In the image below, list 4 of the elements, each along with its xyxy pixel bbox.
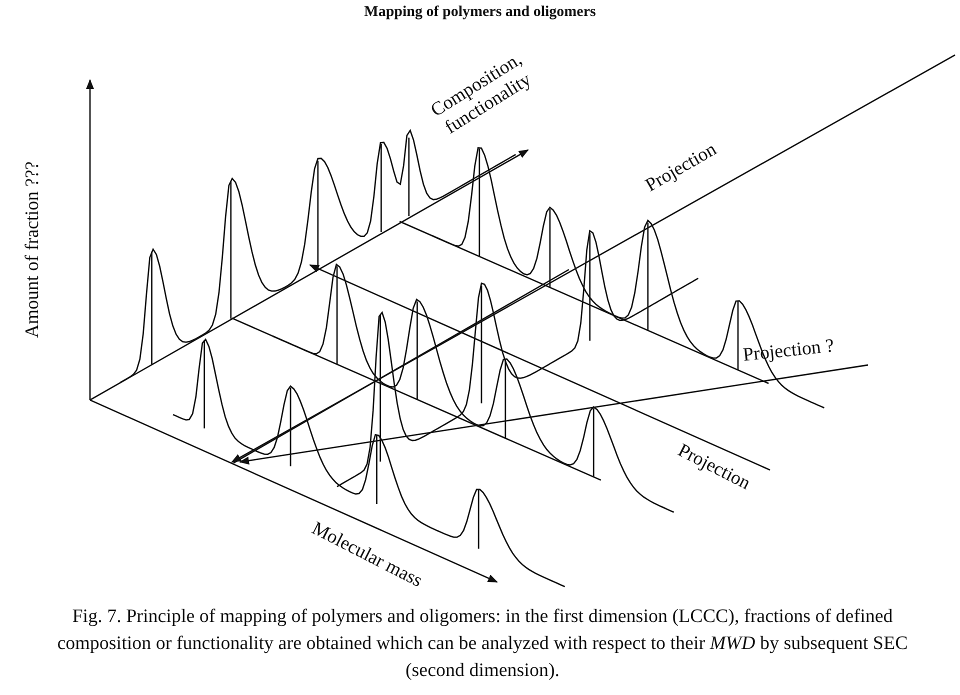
projection-label: Projection ?: [742, 335, 836, 367]
axis-label: Amount of fraction ???: [22, 161, 44, 338]
diagram-title: Mapping of polymers and oligomers: [363, 4, 597, 21]
figure-caption: Fig. 7. Principle of mapping of polymers and oligomers: in the first dimension (LCCC), fractions of defined composition or functionality are obtained which can be analyzed with respect to their MWD by subsequent SEC (second dimension).: [56, 605, 909, 683]
